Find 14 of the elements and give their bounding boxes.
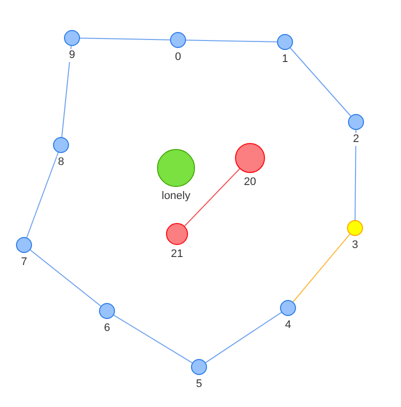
connector-line bbox=[26, 152, 59, 238]
connector-line bbox=[290, 47, 352, 117]
connector-line bbox=[61, 45, 72, 138]
connector-line bbox=[186, 40, 278, 42]
connector-line bbox=[30, 249, 102, 307]
connector-line bbox=[113, 314, 193, 364]
node-label: 2 bbox=[352, 133, 360, 146]
node-label: 9 bbox=[68, 49, 76, 62]
connector-line bbox=[205, 312, 282, 364]
connector-line bbox=[354, 130, 356, 220]
connector-line bbox=[184, 168, 240, 227]
node-label: lonely bbox=[160, 190, 192, 203]
connector-line bbox=[292, 234, 350, 302]
connector-line bbox=[80, 38, 170, 40]
